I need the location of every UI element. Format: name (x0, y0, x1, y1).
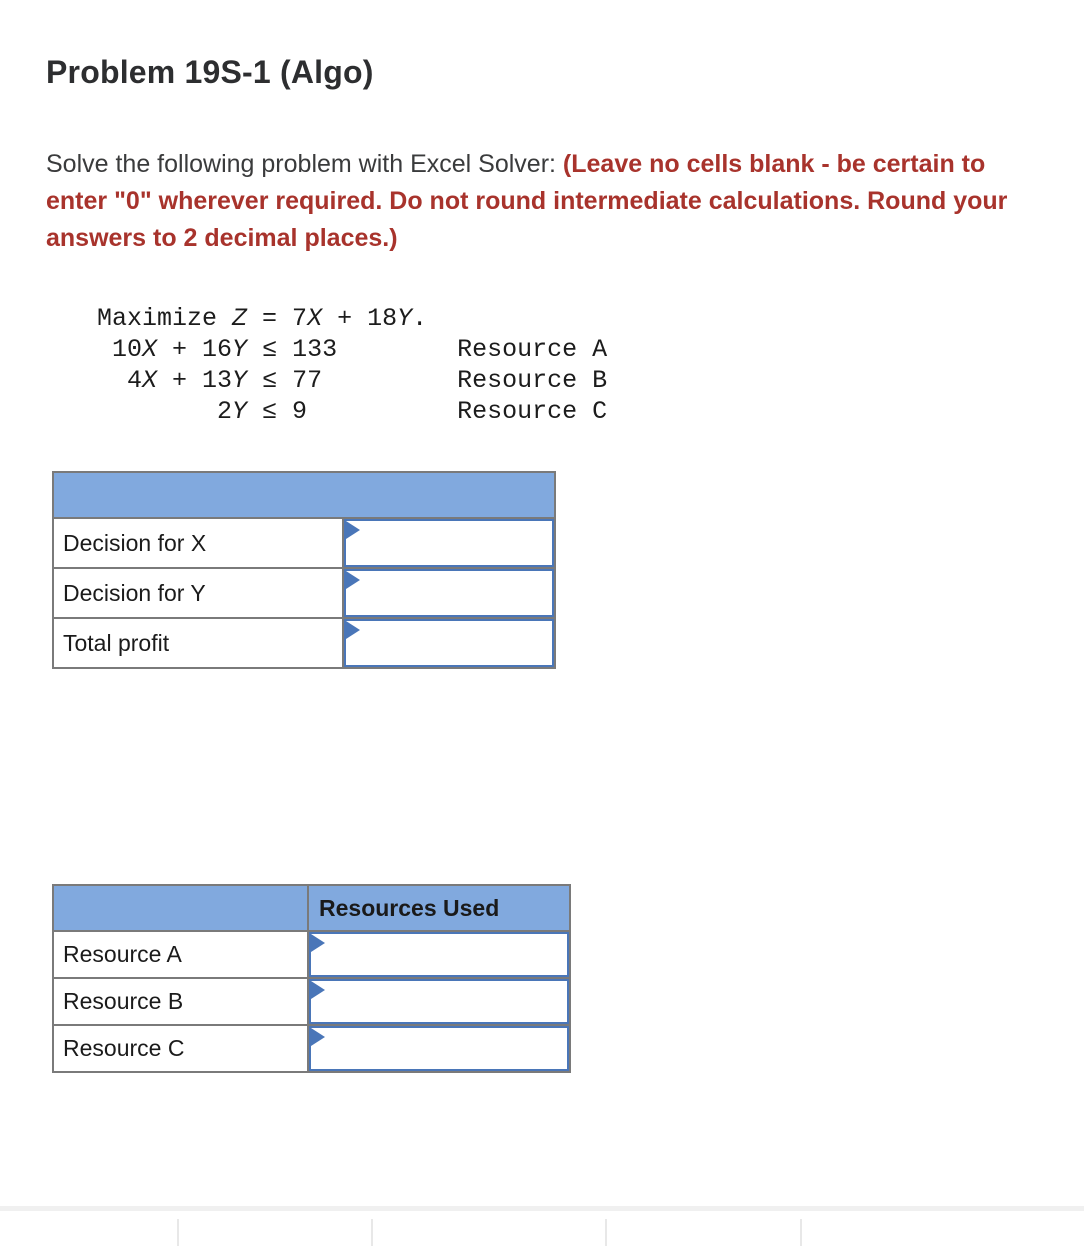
input-cell-wrap (344, 519, 554, 567)
table-row: Resource A (54, 930, 569, 977)
bottom-grid-line (605, 1219, 607, 1246)
resources-table-header: Resources Used (54, 886, 569, 930)
total-profit-input[interactable] (344, 619, 554, 667)
cell-marker-icon (311, 981, 325, 999)
cell-marker-icon (311, 934, 325, 952)
intro-emphasis-text: (Leave no cells blank - be certain to en… (46, 150, 1008, 252)
resources-table: Resources Used Resource A Resource B Res… (52, 884, 571, 1073)
row-label-resource-c: Resource C (54, 1026, 309, 1071)
bottom-divider (0, 1206, 1084, 1211)
cell-marker-icon (346, 521, 360, 539)
bottom-grid-line (371, 1219, 373, 1246)
decision-x-input[interactable] (344, 519, 554, 567)
cell-marker-icon (346, 621, 360, 639)
problem-title: Problem 19S-1 (Algo) (46, 54, 374, 90)
input-cell-wrap (309, 979, 569, 1024)
input-cell-wrap (309, 1026, 569, 1071)
input-cell-wrap (344, 569, 554, 617)
input-cell-wrap (344, 619, 554, 667)
bottom-grid-line (177, 1219, 179, 1246)
table-row: Resource B (54, 977, 569, 1024)
resources-header-empty-cell (54, 886, 309, 930)
cell-marker-icon (346, 571, 360, 589)
row-label-decision-y: Decision for Y (54, 569, 344, 617)
resource-c-input[interactable] (309, 1026, 569, 1071)
cell-marker-icon (311, 1028, 325, 1046)
decision-y-input[interactable] (344, 569, 554, 617)
row-label-resource-b: Resource B (54, 979, 309, 1024)
math-block: Maximize Z = 7X + 18Y. 10X + 16Y ≤ 133 R… (97, 304, 608, 426)
table-row: Decision for Y (54, 567, 554, 617)
row-label-total-profit: Total profit (54, 619, 344, 667)
input-cell-wrap (309, 932, 569, 977)
intro-paragraph: Solve the following problem with Excel S… (46, 146, 1051, 257)
decision-table: Decision for X Decision for Y Total prof… (52, 471, 556, 669)
resource-a-input[interactable] (309, 932, 569, 977)
table-row: Total profit (54, 617, 554, 667)
bottom-grid-line (800, 1219, 802, 1246)
table-row: Resource C (54, 1024, 569, 1071)
row-label-resource-a: Resource A (54, 932, 309, 977)
row-label-decision-x: Decision for X (54, 519, 344, 567)
table-row: Decision for X (54, 517, 554, 567)
resources-used-header: Resources Used (319, 894, 500, 921)
intro-normal-text: Solve the following problem with Excel S… (46, 150, 563, 178)
resource-b-input[interactable] (309, 979, 569, 1024)
decision-table-header (54, 473, 554, 517)
